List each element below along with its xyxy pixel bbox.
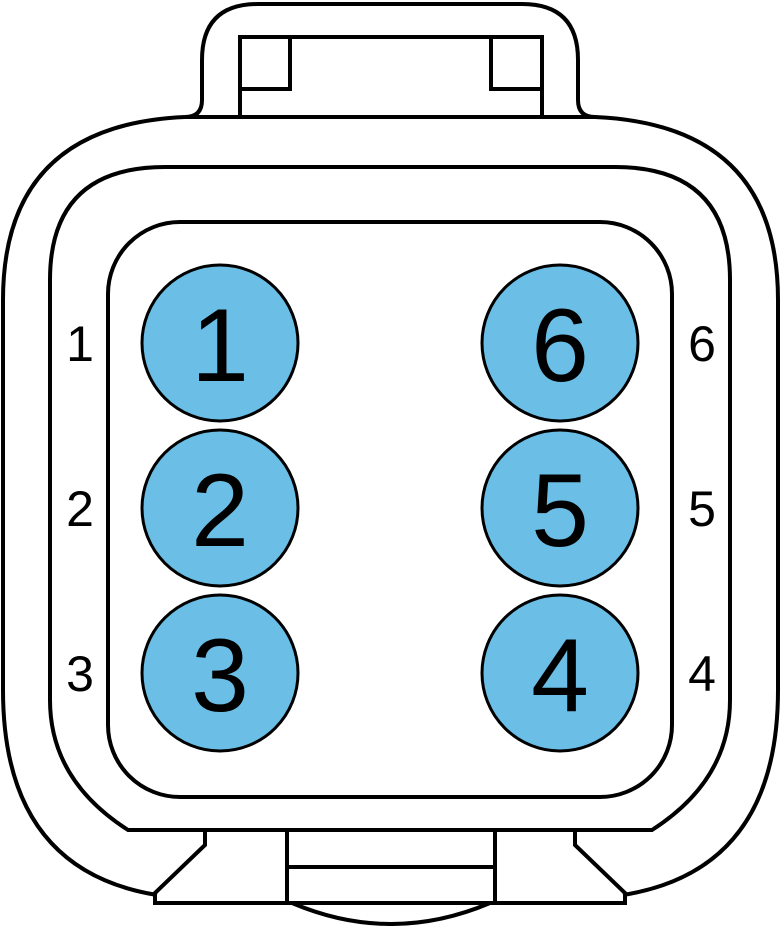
pin-6-circle <box>480 263 640 423</box>
pin-2-circle <box>140 428 300 588</box>
bottom-right-rib <box>495 830 627 905</box>
pin-2-side-label: 2 <box>66 481 94 537</box>
pin-4-circle <box>480 593 640 753</box>
pin-2-label: 2 <box>191 453 249 569</box>
latch-window <box>238 35 544 119</box>
pin-4-side-label: 4 <box>688 646 716 702</box>
pin-5-circle <box>480 428 640 588</box>
housing-seal <box>48 165 732 832</box>
latch-right-notch <box>489 35 544 91</box>
bottom-left-rib <box>153 830 287 905</box>
pin-3-label: 3 <box>191 618 249 734</box>
pin-5-label: 5 <box>531 453 589 569</box>
pin-4-label: 4 <box>531 618 589 734</box>
pin-3-circle <box>140 593 300 753</box>
pin-1-side-label: 1 <box>66 316 94 372</box>
latch-tab-outline <box>184 2 596 119</box>
pin-3-side-label: 3 <box>66 646 94 702</box>
pin-5-side-label: 5 <box>688 481 716 537</box>
housing-outer <box>1 115 780 897</box>
pin-6-side-label: 6 <box>688 316 716 372</box>
bottom-key-arc <box>291 901 491 926</box>
latch-left-notch <box>238 35 292 91</box>
pin-1-circle <box>140 263 300 423</box>
pin-1-label: 1 <box>191 288 249 404</box>
pin-6-label: 6 <box>531 288 589 404</box>
pin-cavity <box>106 220 674 799</box>
